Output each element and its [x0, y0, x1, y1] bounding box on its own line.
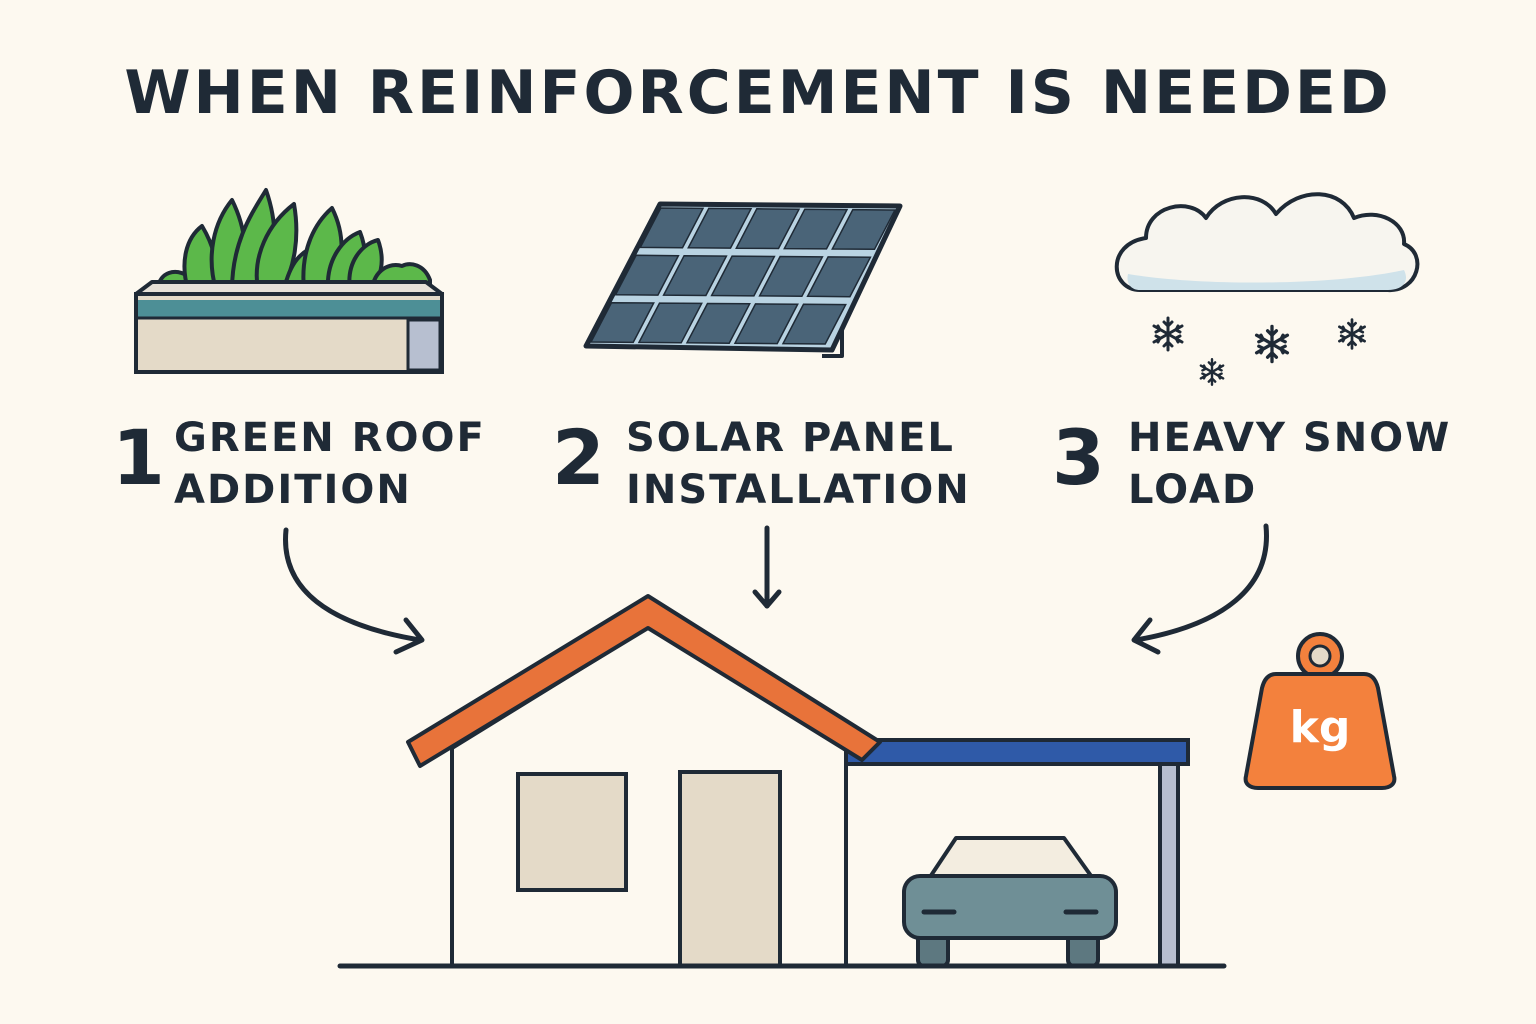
solar-cell: [589, 301, 655, 344]
solar-cell: [806, 256, 872, 298]
solar-cell: [639, 207, 705, 249]
window: [516, 772, 628, 892]
solar-cell: [783, 208, 849, 250]
solar-cell: [735, 208, 801, 250]
solar-cell: [710, 255, 776, 297]
arrow-icon: [1131, 523, 1269, 655]
snow-cloud-icon: [1114, 192, 1420, 386]
step-number-1: 1: [112, 413, 165, 502]
snowflake-icon: [1152, 316, 1366, 386]
solar-cell: [685, 302, 751, 344]
page-title: WHEN REINFORCEMENT IS NEEDED: [124, 58, 1392, 128]
step-label-2-line-1: SOLAR PANEL: [626, 415, 955, 461]
solar-cell: [781, 303, 847, 345]
solar-cell: [758, 255, 824, 298]
car-icon: [902, 836, 1118, 968]
step-label-1-line-2: ADDITION: [174, 467, 412, 513]
green-roof-icon: [134, 188, 444, 374]
arrow-icon: [752, 525, 782, 609]
house-illustration: [337, 594, 1227, 969]
door: [678, 770, 782, 968]
roof: [406, 594, 882, 768]
step-number-3: 3: [1052, 413, 1105, 502]
weight-label: kg: [1289, 702, 1351, 753]
solar-cell: [662, 254, 728, 297]
step-number-2: 2: [552, 413, 605, 502]
solar-cell: [687, 207, 753, 249]
weight-kg-icon: [1243, 632, 1397, 790]
solar-cell: [831, 208, 897, 251]
step-label-3-line-1: HEAVY SNOW: [1128, 415, 1452, 461]
step-label-2-line-2: INSTALLATION: [626, 467, 971, 513]
step-label-1-line-1: GREEN ROOF: [174, 415, 486, 461]
solar-panel-icon: [583, 201, 903, 358]
step-label-1: GREEN ROOF ADDITION: [174, 412, 486, 516]
solar-cell: [637, 302, 703, 344]
step-label-2: SOLAR PANEL INSTALLATION: [626, 412, 971, 516]
step-label-3-line-2: LOAD: [1128, 467, 1258, 513]
solar-cells: [589, 207, 897, 345]
step-label-3: HEAVY SNOW LOAD: [1128, 412, 1451, 516]
arrow-icon: [283, 527, 425, 655]
solar-cell: [614, 254, 680, 296]
solar-cell: [733, 303, 799, 345]
